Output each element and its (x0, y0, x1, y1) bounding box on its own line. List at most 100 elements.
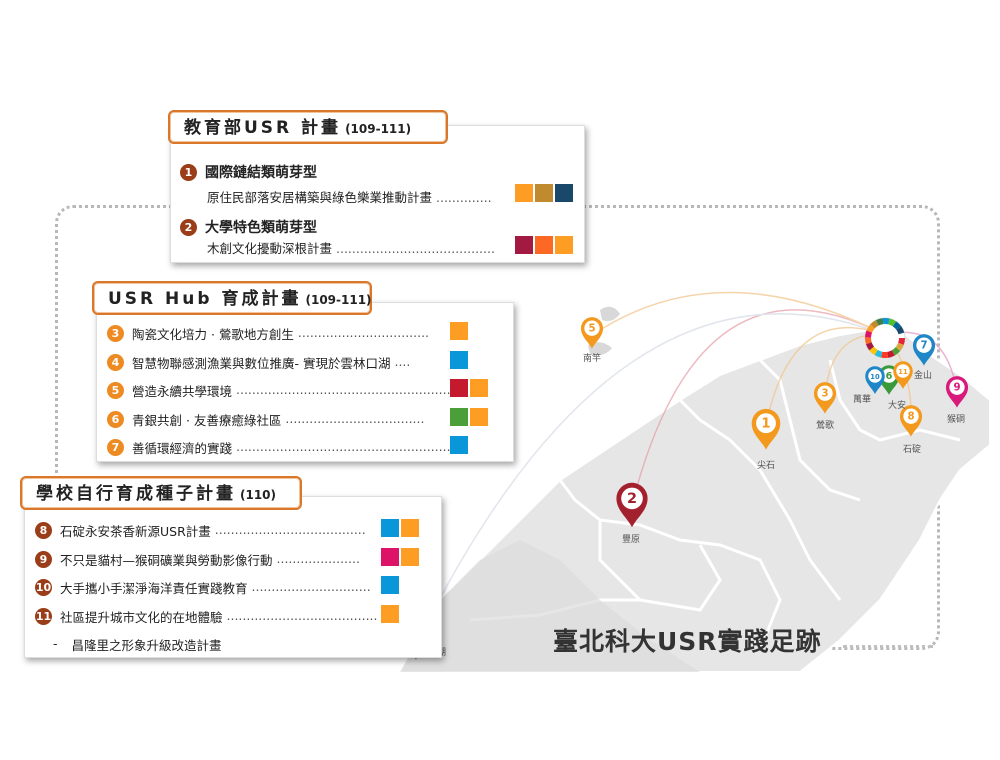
arc-to-4 (415, 313, 886, 646)
item-text: 善循環經濟的實踐 (132, 441, 233, 456)
map-pin-number: 10 (870, 373, 880, 381)
item-text: 陶瓷文化培力 · 鶯歌地方創生 (132, 327, 294, 342)
pin-label-10: 萬華 (853, 395, 872, 405)
sdg-goal-icon (555, 184, 573, 202)
map-pin-number: 8 (907, 412, 914, 423)
sdg-goal-icon (515, 236, 533, 254)
page-title: 臺北科大USR實踐足跡 (553, 627, 822, 656)
list-item: 2 大學特色類萌芽型 (180, 217, 317, 237)
item-number: 7 (107, 439, 124, 456)
arc-to-1 (764, 326, 886, 431)
item-number: 5 (107, 382, 124, 399)
item-text: 木創文化擾動深根計畫 (207, 241, 333, 256)
sdg-icons (450, 350, 468, 369)
list-item: -昌隆里之形象升級改造計畫 (35, 635, 222, 654)
map-pin-10[interactable]: 10 (865, 366, 885, 394)
item-text: 社區提升城市文化的在地體驗 (60, 609, 223, 625)
map-pin-9[interactable]: 9 (945, 376, 969, 408)
sdg-goal-icon (401, 547, 419, 566)
item-dots: .............................. (251, 579, 371, 594)
sdg-icons (381, 576, 399, 594)
item-dots: ........................................ (336, 241, 495, 256)
item-number: 6 (107, 410, 124, 428)
pin-label-8: 石碇 (903, 445, 922, 455)
pin-label-7: 金山 (914, 371, 933, 381)
item-dots: ..................... (276, 550, 360, 566)
tab-years: (109-111) (305, 293, 372, 307)
list-item: 木創文化擾動深根計畫 .............................… (207, 238, 495, 257)
map-region-south (400, 540, 700, 672)
map-pin-number: 5 (588, 324, 595, 335)
item-bullet: - (53, 636, 58, 651)
list-item: 6 青銀共創 · 友善療癒綠社區 ........................… (107, 410, 424, 429)
sdg-icons (450, 379, 488, 397)
map-pin-1[interactable]: 1 (751, 408, 781, 450)
pin-label-9: 猴硐 (947, 415, 966, 425)
map-border-3 (758, 358, 861, 502)
sdg-goal-icon (381, 519, 399, 537)
pin-label-5: 南竿 (583, 354, 602, 364)
item-number: 9 (35, 550, 52, 568)
panel-seed (24, 496, 442, 658)
sdg-icons (515, 184, 573, 202)
map-pin-number: 3 (821, 389, 828, 400)
map-border-4 (828, 359, 961, 442)
item-text: 原住民部落安居構築與綠色樂業推動計畫 (207, 190, 433, 205)
map-pin-8[interactable]: 8 (899, 405, 923, 437)
item-number: 10 (35, 579, 52, 596)
map-pin-2[interactable]: 2 (616, 482, 648, 528)
map-border-5 (598, 520, 722, 612)
item-text: 石碇永安茶香新源USR計畫 (60, 524, 211, 539)
map-pin-number: 1 (761, 417, 770, 432)
item-number: 4 (107, 353, 124, 371)
map-pin-11[interactable]: 11 (893, 361, 913, 389)
sdg-goal-icon (515, 184, 533, 202)
list-item: 4 智慧物聯感測漁業與數位推廣- 實現於雲林口湖 .... (107, 353, 410, 372)
title-dotted-line (843, 645, 933, 648)
list-item: 9 不只是貓村—猴硐礦業與勞動影像行動 ..................... (35, 550, 360, 569)
arc-to-2 (631, 309, 886, 506)
map-pin-3[interactable]: 3 (813, 382, 837, 414)
pin-label-2: 豐原 (622, 535, 641, 545)
map-island-matsu-1 (600, 306, 620, 322)
map-border-1 (558, 479, 782, 651)
map-pin-number: 6 (886, 371, 893, 382)
item-number: 1 (180, 163, 197, 181)
item-dots: ................................... (285, 410, 425, 426)
tab-years: (110) (240, 488, 277, 502)
sdg-goal-icon (381, 576, 399, 594)
map-pin-number: 7 (920, 341, 927, 352)
sdg-goal-icon (450, 407, 468, 426)
sdg-goal-icon (401, 519, 419, 537)
map-island-matsu-2 (588, 342, 612, 356)
item-dots: ........................................… (236, 439, 455, 454)
item-text: 青銀共創 · 友善療癒綠社區 (132, 412, 282, 428)
pin-label-1: 尖石 (757, 461, 776, 471)
item-text: 智慧物聯感測漁業與數位推廣- 實現於雲林口湖 (132, 355, 391, 371)
sdg-goal-icon (381, 547, 399, 566)
pin-label-3: 鶯歌 (816, 421, 835, 431)
item-heading: 大學特色類萌芽型 (205, 220, 317, 236)
map-pin-5[interactable]: 5 (580, 317, 604, 349)
map-pin-number: 9 (953, 383, 960, 394)
map-pin-7[interactable]: 7 (912, 334, 936, 366)
list-item: 原住民部落安居構築與綠色樂業推動計畫 .............. (207, 187, 492, 206)
sdg-wheel-icon (864, 317, 906, 359)
sdg-icons (450, 436, 468, 454)
sdg-icons (450, 407, 488, 426)
sdg-goal-icon (450, 350, 468, 369)
item-text: 不只是貓村—猴硐礦業與勞動影像行動 (60, 552, 273, 568)
sdg-icons (381, 547, 419, 566)
tab-title: USR Hub 育成計畫 (108, 289, 302, 309)
item-number: 2 (180, 218, 197, 236)
tab-moe-usr: 教育部USR 計畫(109-111) (168, 110, 448, 144)
map-border-2 (678, 398, 842, 601)
item-dots: ........................................… (236, 382, 455, 397)
map-pin-number: 11 (898, 368, 908, 376)
tab-seed: 學校自行育成種子計畫(110) (20, 476, 302, 510)
item-dots: .... (394, 353, 411, 369)
